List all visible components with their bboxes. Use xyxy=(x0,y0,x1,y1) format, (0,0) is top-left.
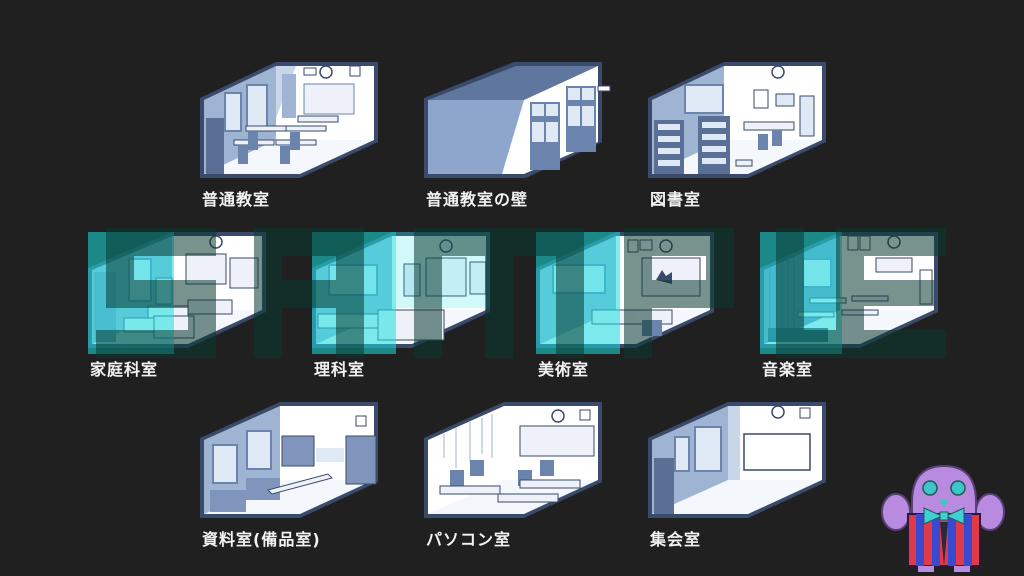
room-tile-home-economics[interactable]: 家庭科室 xyxy=(84,228,274,398)
mascot-icon xyxy=(881,464,1005,572)
library-illustration xyxy=(648,62,826,178)
classroom-illustration xyxy=(200,62,378,178)
room-tile-classroom-wall[interactable]: 普通教室の壁 xyxy=(420,58,611,228)
science-illustration xyxy=(312,232,490,354)
room-label: パソコン室 xyxy=(426,530,512,549)
music-illustration xyxy=(760,232,938,354)
room-tile-science[interactable]: 理科室 xyxy=(308,228,498,398)
mascot-character xyxy=(878,462,1006,572)
room-label: 図書室 xyxy=(650,190,702,209)
computer-room-illustration xyxy=(424,402,602,518)
room-tile-music[interactable]: 音楽室 xyxy=(756,228,946,398)
room-tile-assembly[interactable]: 集会室 xyxy=(644,398,834,568)
home-economics-illustration xyxy=(88,232,266,354)
room-tile-classroom[interactable]: 普通教室 xyxy=(196,58,386,228)
room-label: 音楽室 xyxy=(762,360,814,379)
room-tile-art[interactable]: 美術室 xyxy=(532,228,722,398)
art-illustration xyxy=(536,232,714,354)
room-label: 美術室 xyxy=(538,360,590,379)
room-label: 家庭科室 xyxy=(90,360,159,379)
room-label: 理科室 xyxy=(314,360,366,379)
room-tile-computer[interactable]: パソコン室 xyxy=(420,398,610,568)
room-tile-storage[interactable]: 資料室(備品室) xyxy=(196,398,386,568)
classroom-wall-illustration xyxy=(424,62,611,178)
assembly-room-illustration xyxy=(648,402,826,518)
room-label: 資料室(備品室) xyxy=(202,530,321,549)
storage-illustration xyxy=(200,402,378,518)
room-label: 普通教室 xyxy=(202,190,271,209)
room-label: 普通教室の壁 xyxy=(426,190,529,209)
room-tile-library[interactable]: 図書室 xyxy=(644,58,834,228)
room-label: 集会室 xyxy=(650,530,702,549)
